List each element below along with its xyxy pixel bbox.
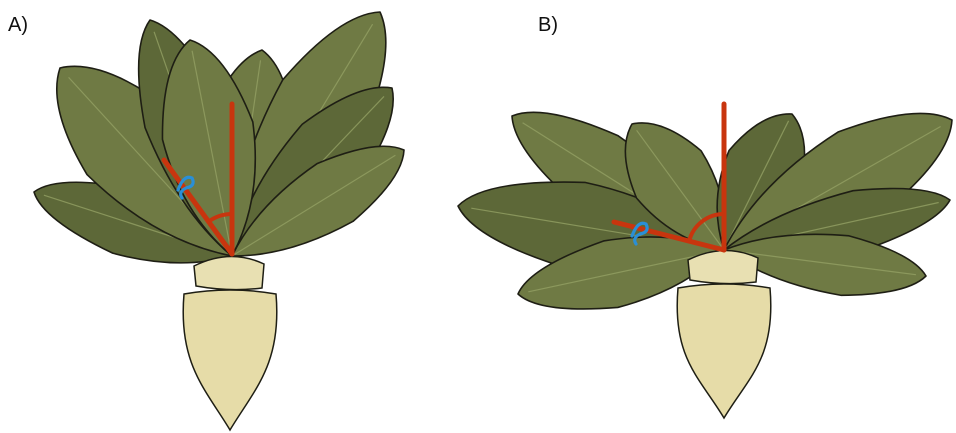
storage-root: [677, 284, 771, 418]
plant-illustration-b: [458, 104, 952, 418]
root-crown: [194, 256, 264, 289]
root-crown: [688, 250, 758, 283]
storage-root: [183, 290, 277, 430]
plant-illustration-a: [34, 12, 404, 430]
